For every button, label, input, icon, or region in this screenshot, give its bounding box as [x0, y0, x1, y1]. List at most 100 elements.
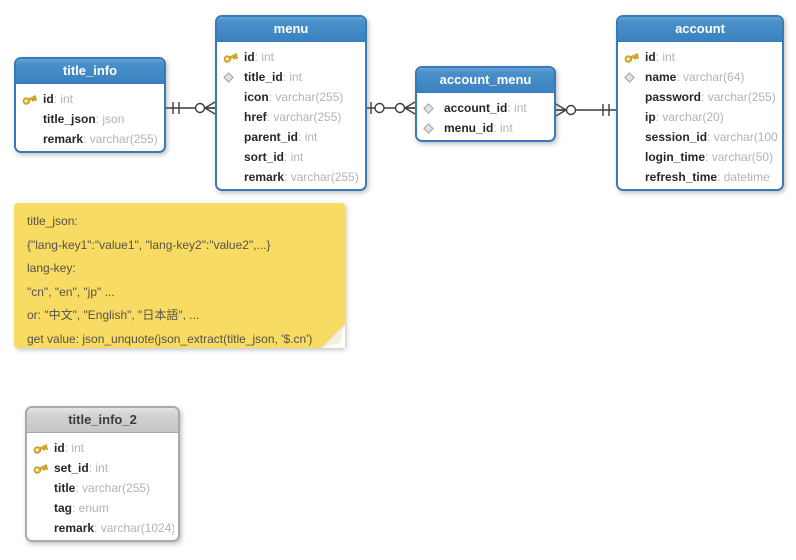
field-row-title_info_2-tag: tagenum — [32, 498, 174, 518]
field-row-title_info_2-remark: remarkvarchar(1024) — [32, 518, 174, 538]
field-name: id — [244, 50, 255, 64]
primary-key-icon — [32, 441, 54, 456]
field-row-title_info-id: idint — [21, 89, 160, 109]
field-type: int — [283, 70, 302, 84]
field-row-menu-id: idint — [222, 47, 361, 67]
table-title_info_2[interactable]: title_info_2idintset_idinttitlevarchar(2… — [25, 406, 180, 542]
field-type: int — [54, 92, 73, 106]
field-row-menu-title_id: title_idint — [222, 67, 361, 87]
field-row-menu-parent_id: parent_idint — [222, 127, 361, 147]
field-name: tag — [54, 501, 72, 515]
field-row-account-session_id: session_idvarchar(100) — [623, 127, 778, 147]
table-title-account: account — [618, 17, 782, 42]
field-name: id — [645, 50, 656, 64]
connector-account_menu-account[interactable] — [555, 103, 616, 117]
field-type: varchar(20) — [656, 110, 724, 124]
note-line: lang-key: — [27, 261, 76, 275]
field-name: session_id — [645, 130, 708, 144]
field-type: int — [89, 461, 108, 475]
primary-key-icon — [623, 50, 645, 65]
table-body: idinttitle_idinticonvarchar(255)hrefvarc… — [217, 42, 365, 189]
field-name: ip — [645, 110, 656, 124]
field-row-title_info_2-id: idint — [32, 438, 174, 458]
field-type: int — [65, 441, 84, 455]
connector-title_info-menu[interactable] — [166, 101, 216, 115]
field-row-title_info-remark: remarkvarchar(255) — [21, 129, 160, 149]
note-folded-corner-icon — [320, 323, 346, 349]
table-title-title_info_2: title_info_2 — [27, 408, 178, 433]
field-type: varchar(100) — [707, 130, 778, 144]
table-title-account_menu: account_menu — [417, 68, 554, 93]
field-type: datetime — [717, 170, 770, 184]
field-row-account-ip: ipvarchar(20) — [623, 107, 778, 127]
field-name: remark — [43, 132, 84, 146]
table-account[interactable]: accountidintnamevarchar(64)passwordvarch… — [616, 15, 784, 191]
note-line: {"lang-key1":"value1", "lang-key2":"valu… — [27, 237, 271, 252]
field-row-account_menu-account_id: account_idint — [422, 98, 550, 118]
field-row-menu-icon: iconvarchar(255) — [222, 87, 361, 107]
table-body: idintnamevarchar(64)passwordvarchar(255)… — [618, 42, 782, 189]
field-row-account-id: idint — [623, 47, 778, 67]
field-type: varchar(255) — [83, 132, 158, 146]
note-line: title_json: — [27, 214, 78, 228]
field-name: menu_id — [444, 121, 494, 135]
field-type: varchar(255) — [267, 110, 342, 124]
field-row-account-login_time: login_timevarchar(50) — [623, 147, 778, 167]
field-type: enum — [72, 501, 109, 515]
field-name: sort_id — [244, 150, 285, 164]
field-row-title_info_2-set_id: set_idint — [32, 458, 174, 478]
primary-key-icon — [21, 92, 43, 107]
field-type: int — [298, 130, 317, 144]
field-type: int — [507, 101, 526, 115]
table-body: account_idintmenu_idint — [417, 93, 554, 140]
field-name: title — [54, 481, 76, 495]
field-type: varchar(1024) — [94, 521, 174, 535]
field-name: id — [43, 92, 54, 106]
field-name: remark — [54, 521, 95, 535]
field-type: int — [493, 121, 512, 135]
note-line: "cn", "en", "jp" ... — [27, 284, 115, 299]
foreign-key-icon — [422, 102, 444, 114]
table-title_info[interactable]: title_infoidinttitle_jsonjsonremarkvarch… — [14, 57, 166, 153]
field-type: varchar(255) — [701, 90, 776, 104]
field-row-account-name: namevarchar(64) — [623, 67, 778, 87]
field-row-account_menu-menu_id: menu_idint — [422, 118, 550, 138]
field-type: int — [255, 50, 274, 64]
field-name: icon — [244, 90, 269, 104]
note-line: get value: json_unquote(json_extract(tit… — [27, 331, 313, 346]
field-row-title_info-title_json: title_jsonjson — [21, 109, 160, 129]
field-row-title_info_2-title: titlevarchar(255) — [32, 478, 174, 498]
field-name: account_id — [444, 101, 508, 115]
field-type: varchar(64) — [676, 70, 744, 84]
field-name: refresh_time — [645, 170, 718, 184]
field-type: varchar(50) — [705, 150, 773, 164]
primary-key-icon — [222, 50, 244, 65]
field-row-menu-href: hrefvarchar(255) — [222, 107, 361, 127]
field-name: id — [54, 441, 65, 455]
field-row-menu-sort_id: sort_idint — [222, 147, 361, 167]
foreign-key-icon — [222, 71, 244, 83]
field-type: varchar(255) — [269, 90, 344, 104]
table-body: idinttitle_jsonjsonremarkvarchar(255) — [16, 84, 164, 151]
field-name: login_time — [645, 150, 706, 164]
field-type: int — [284, 150, 303, 164]
field-name: title_json — [43, 112, 96, 126]
table-body: idintset_idinttitlevarchar(255)tagenumre… — [27, 433, 178, 540]
field-name: name — [645, 70, 677, 84]
field-row-account-password: passwordvarchar(255) — [623, 87, 778, 107]
field-row-account-refresh_time: refresh_timedatetime — [623, 167, 778, 187]
field-type: varchar(255) — [75, 481, 150, 495]
table-title-menu: menu — [217, 17, 365, 42]
field-type: int — [656, 50, 675, 64]
sticky-note-title-json[interactable]: title_json: {"lang-key1":"value1", "lang-… — [14, 203, 346, 349]
field-type: json — [96, 112, 125, 126]
field-name: title_id — [244, 70, 283, 84]
table-menu[interactable]: menuidinttitle_idinticonvarchar(255)href… — [215, 15, 367, 191]
field-type: varchar(255) — [284, 170, 359, 184]
field-name: href — [244, 110, 267, 124]
connector-menu-account_menu[interactable] — [367, 101, 416, 115]
field-name: password — [645, 90, 702, 104]
foreign-key-icon — [422, 122, 444, 134]
